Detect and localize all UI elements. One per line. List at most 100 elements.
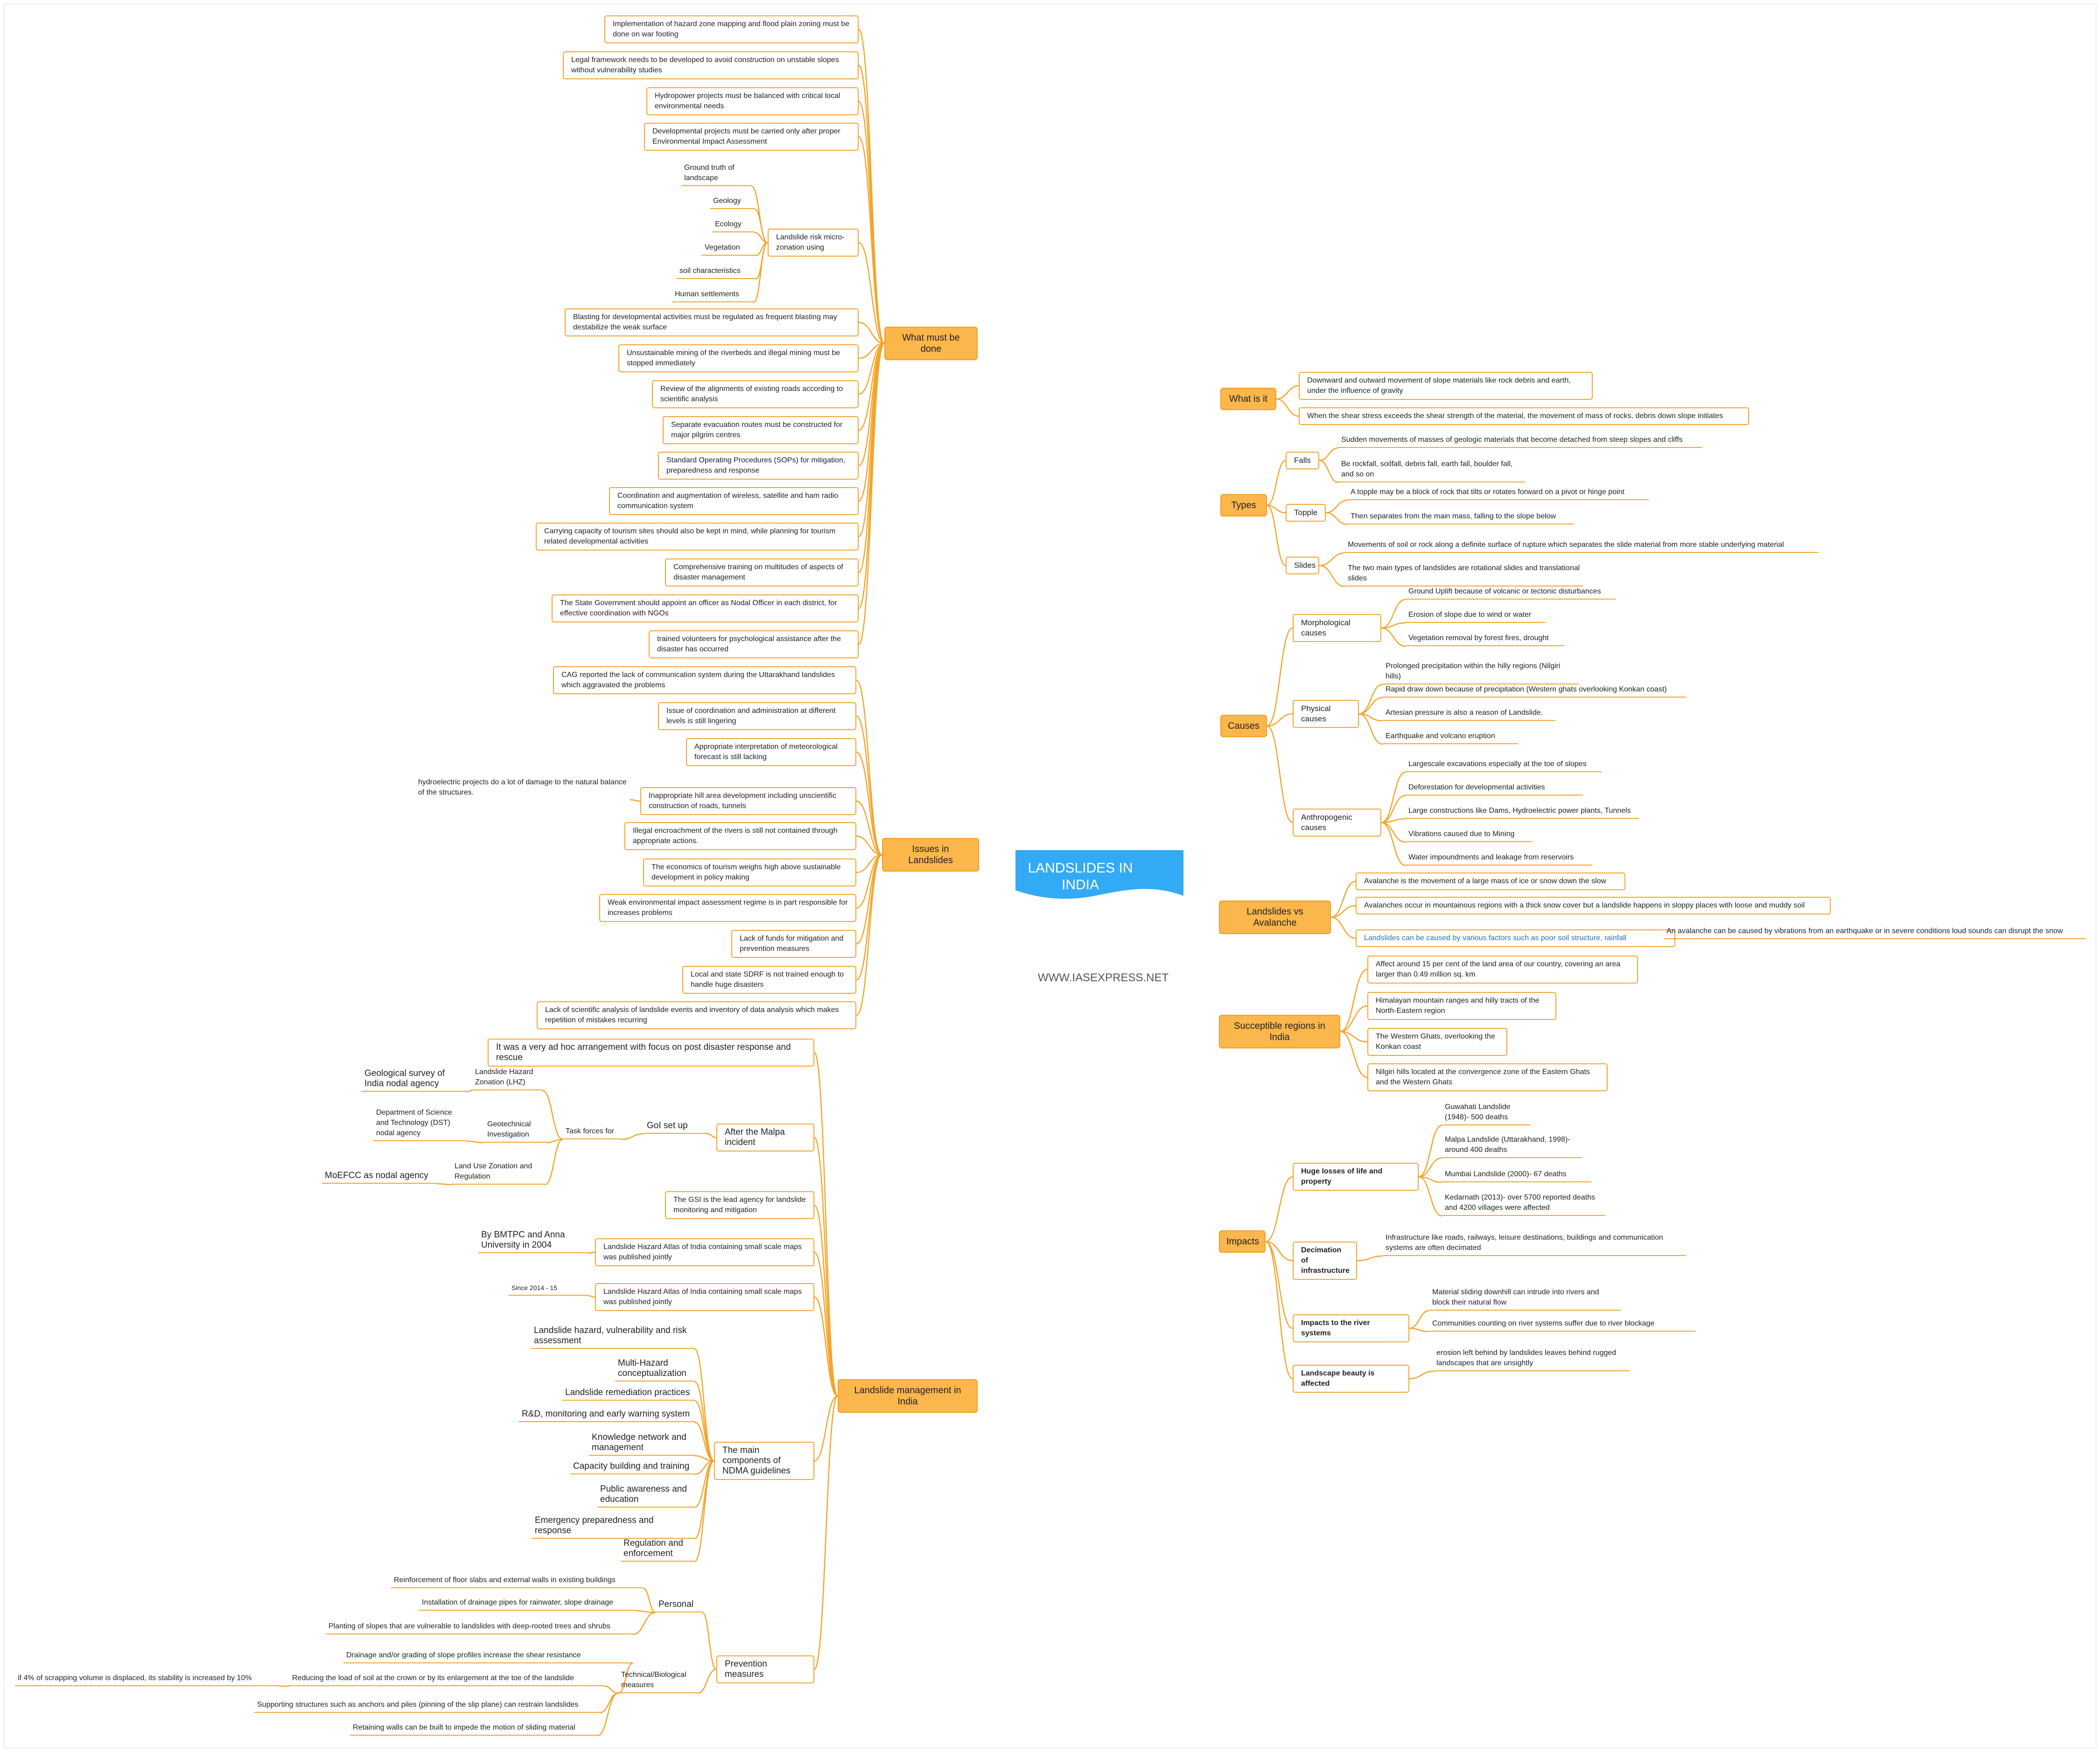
connector bbox=[694, 1348, 714, 1462]
connector bbox=[858, 342, 885, 573]
connector bbox=[1265, 1241, 1293, 1262]
issue-item[interactable]: Appropriate interpretation of meteorolog… bbox=[686, 738, 856, 766]
gsi-lead-agency[interactable]: The GSI is the lead agency for landslide… bbox=[665, 1191, 814, 1219]
tech-note: if 4% of scrapping volume is displaced, … bbox=[15, 1671, 281, 1686]
ndma-components[interactable]: The main components of NDMA guidelines bbox=[714, 1442, 814, 1480]
connector bbox=[858, 342, 885, 359]
branch-vs-avalanche[interactable]: Landslides vs Avalanche bbox=[1219, 900, 1331, 934]
infra-item: Infrastructure like roads, railways, lei… bbox=[1383, 1231, 1686, 1256]
anthro-item: Large constructions like Dams, Hydroelec… bbox=[1406, 804, 1639, 819]
losses-item: Guwahati Landslide (1948)- 500 deaths bbox=[1442, 1100, 1531, 1125]
topple-item: Then separates from the main mass, falli… bbox=[1348, 510, 1574, 524]
issue-item[interactable]: Lack of funds for mitigation and prevent… bbox=[731, 930, 856, 958]
anthro-item: Deforestation for developmental activiti… bbox=[1406, 781, 1583, 796]
connector bbox=[643, 1587, 656, 1613]
branch-impacts[interactable]: Impacts bbox=[1219, 1230, 1266, 1253]
impact-landscape[interactable]: Landscape beauty is affected bbox=[1293, 1365, 1409, 1393]
what-done-item[interactable]: Blasting for developmental activities mu… bbox=[565, 308, 859, 336]
what-is-it-item[interactable]: Downward and outward movement of slope m… bbox=[1299, 372, 1593, 400]
types-slides[interactable]: Slides bbox=[1286, 557, 1319, 574]
types-falls[interactable]: Falls bbox=[1286, 452, 1319, 469]
causes-morphological[interactable]: Morphological causes bbox=[1293, 614, 1381, 642]
connector bbox=[858, 342, 885, 645]
what-done-item[interactable]: trained volunteers for psychological ass… bbox=[649, 630, 859, 658]
connector bbox=[858, 321, 885, 344]
issue-item[interactable]: Weak environmental impact assessment reg… bbox=[599, 894, 856, 922]
connector bbox=[1319, 447, 1339, 461]
adhoc-arrangement[interactable]: It was a very ad hoc arrangement with fo… bbox=[488, 1039, 814, 1067]
connector bbox=[814, 1395, 838, 1462]
micro-item: Ground truth of landscape bbox=[681, 161, 751, 186]
tech-item: Reducing the load of soil at the crown o… bbox=[289, 1671, 604, 1686]
what-is-it-item[interactable]: When the shear stress exceeds the shear … bbox=[1299, 407, 1749, 425]
connector bbox=[858, 64, 885, 344]
what-done-item[interactable]: Comprehensive training on multitudes of … bbox=[665, 558, 859, 586]
impact-river-systems[interactable]: Impacts to the river systems bbox=[1293, 1314, 1409, 1342]
what-done-item[interactable]: Unsustainable mining of the riverbeds an… bbox=[618, 344, 859, 372]
what-done-item[interactable]: Separate evacuation routes must be const… bbox=[663, 416, 859, 444]
what-done-item[interactable]: Hydropower projects must be balanced wit… bbox=[646, 87, 859, 115]
ndma-item: Multi-Hazard conceptualization bbox=[615, 1356, 694, 1382]
phys-item: Rapid draw down because of precipitation… bbox=[1383, 683, 1686, 698]
issue-item[interactable]: Inappropriate hill area development incl… bbox=[640, 787, 856, 815]
phys-item: Prolonged precipitation within the hilly… bbox=[1383, 659, 1579, 684]
connector bbox=[1340, 969, 1368, 1033]
region-item[interactable]: Affect around 15 per cent of the land ar… bbox=[1367, 956, 1638, 984]
falls-item: Be rockfall, soilfall, debris fall, eart… bbox=[1338, 457, 1525, 482]
what-done-item[interactable]: Standard Operating Procedures (SOPs) for… bbox=[658, 452, 859, 480]
what-done-item[interactable]: Coordination and augmentation of wireles… bbox=[609, 487, 859, 515]
connector bbox=[858, 242, 885, 344]
geo-agency: Department of Science and Technology (DS… bbox=[373, 1106, 467, 1141]
connector bbox=[856, 715, 882, 856]
connector bbox=[604, 1685, 619, 1694]
what-done-item[interactable]: Developmental projects must be carried o… bbox=[644, 123, 859, 151]
branch-issues[interactable]: Issues in Landslides bbox=[882, 838, 979, 872]
micro-zonation[interactable]: Landslide risk micro-zonation using bbox=[768, 229, 859, 257]
branch-what-must-be-done[interactable]: What must be done bbox=[884, 327, 978, 360]
branch-types[interactable]: Types bbox=[1220, 494, 1267, 517]
connector bbox=[1357, 1255, 1383, 1262]
atlas-2004[interactable]: Landslide Hazard Atlas of India containi… bbox=[595, 1238, 814, 1266]
causes-anthropogenic[interactable]: Anthropogenic causes bbox=[1293, 809, 1381, 837]
what-done-item[interactable]: Carrying capacity of tourism sites shoul… bbox=[536, 523, 859, 551]
issue-item[interactable]: Lack of scientific analysis of landslide… bbox=[537, 1001, 856, 1029]
issue-item[interactable]: CAG reported the lack of communication s… bbox=[553, 666, 856, 694]
root-node-shape[interactable] bbox=[1015, 850, 1183, 901]
what-done-item[interactable]: Implementation of hazard zone mapping an… bbox=[604, 15, 859, 43]
luz-agency: MoEFCC as nodal agency bbox=[322, 1169, 436, 1184]
falls-item: Sudden movements of masses of geologic m… bbox=[1338, 433, 1702, 448]
what-done-item[interactable]: Review of the alignments of existing roa… bbox=[652, 380, 859, 408]
branch-management[interactable]: Landslide management in India bbox=[838, 1379, 978, 1413]
ndma-item: R&D, monitoring and early warning system bbox=[519, 1407, 694, 1422]
connector bbox=[1381, 599, 1406, 629]
avalanche-item[interactable]: Avalanches occur in mountainous regions … bbox=[1356, 897, 1831, 914]
region-item[interactable]: Himalayan mountain ranges and hilly trac… bbox=[1367, 992, 1556, 1020]
issue-item[interactable]: Issue of coordination and administration… bbox=[658, 702, 856, 730]
impact-infrastructure[interactable]: Decimation of infrastructure bbox=[1293, 1242, 1357, 1280]
causes-physical[interactable]: Physical causes bbox=[1293, 700, 1359, 728]
connector bbox=[1381, 627, 1406, 647]
branch-regions[interactable]: Succeptible regions in India bbox=[1219, 1015, 1340, 1048]
region-item[interactable]: The Western Ghats, overlooking the Konka… bbox=[1367, 1028, 1507, 1056]
issue-item[interactable]: Illegal encroachment of the rivers is st… bbox=[624, 822, 856, 850]
region-item[interactable]: Nilgiri hills located at the convergence… bbox=[1367, 1063, 1608, 1091]
issue-item[interactable]: The economics of tourism weighs high abo… bbox=[643, 859, 856, 886]
impact-losses[interactable]: Huge losses of life and property bbox=[1293, 1163, 1419, 1191]
connector bbox=[621, 1133, 644, 1140]
issue-item[interactable]: Local and state SDRF is not trained enou… bbox=[682, 966, 856, 994]
connector bbox=[858, 342, 885, 395]
branch-what-is-it[interactable]: What is it bbox=[1220, 388, 1276, 410]
prevention-measures[interactable]: Prevention measures bbox=[716, 1655, 814, 1683]
atlas-2014[interactable]: Landslide Hazard Atlas of India containi… bbox=[595, 1283, 814, 1311]
connector bbox=[1267, 504, 1286, 514]
avalanche-item[interactable]: Landslides can be caused by various fact… bbox=[1356, 929, 1675, 947]
atlas-2004-note: By BMTPC and Anna University in 2004 bbox=[478, 1228, 588, 1253]
after-malpa[interactable]: After the Malpa incident bbox=[716, 1124, 814, 1152]
what-done-item[interactable]: Legal framework needs to be developed to… bbox=[563, 51, 859, 79]
what-done-item[interactable]: The State Government should appoint an o… bbox=[552, 594, 859, 622]
types-topple[interactable]: Topple bbox=[1286, 504, 1326, 522]
branch-causes[interactable]: Causes bbox=[1220, 715, 1267, 737]
micro-item: soil characteristics bbox=[677, 264, 756, 279]
avalanche-item[interactable]: Avalanche is the movement of a large mas… bbox=[1356, 873, 1625, 890]
connector bbox=[1265, 1241, 1293, 1380]
